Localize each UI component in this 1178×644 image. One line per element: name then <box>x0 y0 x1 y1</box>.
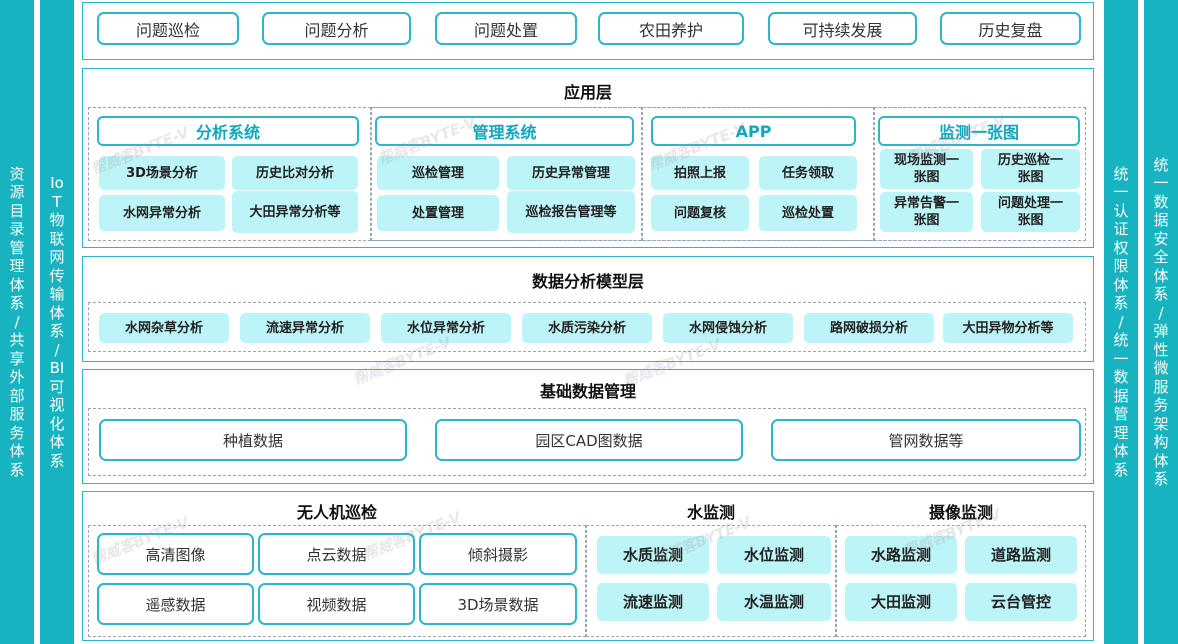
app-header[interactable]: APP <box>651 116 856 146</box>
app-group <box>642 107 874 241</box>
chip-history-anomaly-mgmt[interactable]: 历史异常管理 <box>507 156 635 190</box>
chip-handling-mgmt[interactable]: 处置管理 <box>377 195 499 231</box>
chip-photo-report[interactable]: 拍照上报 <box>651 156 749 190</box>
water-monitor-title: 水监测 <box>686 503 735 522</box>
chip-quality-pollution[interactable]: 水质污染分析 <box>522 313 652 343</box>
tile-oblique-photo[interactable]: 倾斜摄影 <box>419 533 577 575</box>
nav-farmland-care[interactable]: 农田养护 <box>598 12 744 45</box>
chip-field-monitor[interactable]: 大田监测 <box>845 583 957 621</box>
nav-sustainable[interactable]: 可持续发展 <box>768 12 917 45</box>
camera-monitor-group <box>836 525 1086 637</box>
chip-foreign-object[interactable]: 大田异物分析等 <box>943 313 1073 343</box>
chip-patrol-mgmt[interactable]: 巡检管理 <box>377 156 499 190</box>
analysis-system-header[interactable]: 分析系统 <box>97 116 359 146</box>
base-data-frame <box>88 408 1086 476</box>
right-bar-security-label: 统一数据安全体系/弹性微服务架构体系 <box>1153 155 1169 489</box>
tile-remote-sensing[interactable]: 遥感数据 <box>97 583 254 625</box>
chip-water-level[interactable]: 水位监测 <box>717 536 831 574</box>
app-layer-title: 应用层 <box>563 83 612 102</box>
chip-water-quality[interactable]: 水质监测 <box>597 536 709 574</box>
tile-planting-data[interactable]: 种植数据 <box>99 419 407 461</box>
chip-field-anomaly[interactable]: 大田异常分析等 <box>232 191 358 233</box>
model-layer-frame <box>88 302 1086 352</box>
chip-water-anomaly[interactable]: 水网异常分析 <box>99 195 225 231</box>
chip-weed-analysis[interactable]: 水网杂草分析 <box>99 313 229 343</box>
tile-video-data[interactable]: 视频数据 <box>258 583 415 625</box>
top-nav-layer: 问题巡检 问题分析 问题处置 农田养护 可持续发展 历史复盘 <box>82 2 1094 60</box>
chip-history-patrol-map[interactable]: 历史巡检一张图 <box>981 149 1080 189</box>
collect-layer: 无人机巡检 高清图像 点云数据 倾斜摄影 遥感数据 视频数据 3D场景数据 水监… <box>82 491 1094 641</box>
analysis-system-group <box>88 107 371 241</box>
chip-road-monitor[interactable]: 道路监测 <box>965 536 1077 574</box>
tile-cad-data[interactable]: 园区CAD图数据 <box>435 419 743 461</box>
chip-ptz-control[interactable]: 云台管控 <box>965 583 1077 621</box>
chip-history-compare[interactable]: 历史比对分析 <box>232 156 358 190</box>
monitor-map-header[interactable]: 监测一张图 <box>878 116 1080 146</box>
drone-title: 无人机巡检 <box>296 503 377 522</box>
left-bar-resource-label: 资源目录管理体系/共享外部服务体系 <box>9 164 25 479</box>
chip-flow-speed[interactable]: 流速监测 <box>597 583 709 621</box>
chip-problem-handling-map[interactable]: 问题处理一张图 <box>981 192 1080 232</box>
chip-report-mgmt[interactable]: 巡检报告管理等 <box>507 191 635 233</box>
chip-site-monitor-map[interactable]: 现场监测一张图 <box>880 149 973 189</box>
tile-point-cloud[interactable]: 点云数据 <box>258 533 415 575</box>
left-bar-resource: 资源目录管理体系/共享外部服务体系 <box>0 0 34 644</box>
chip-patrol-handling[interactable]: 巡检处置 <box>759 195 857 231</box>
right-bar-auth-label: 统一认证权限体系/统一数据管理体系 <box>1113 164 1129 479</box>
chip-3d-scene[interactable]: 3D场景分析 <box>99 156 225 190</box>
water-monitor-group <box>586 525 836 637</box>
base-data-title: 基础数据管理 <box>539 382 636 401</box>
chip-problem-review[interactable]: 问题复核 <box>651 195 749 231</box>
chip-alarm-map[interactable]: 异常告警一张图 <box>880 192 973 232</box>
camera-monitor-title: 摄像监测 <box>928 503 993 522</box>
chip-task-claim[interactable]: 任务领取 <box>759 156 857 190</box>
model-layer: 数据分析模型层 水网杂草分析 流速异常分析 水位异常分析 水质污染分析 水网侵蚀… <box>82 256 1094 362</box>
drone-group <box>88 525 586 637</box>
right-bar-auth: 统一认证权限体系/统一数据管理体系 <box>1104 0 1138 644</box>
chip-flow-anomaly[interactable]: 流速异常分析 <box>240 313 370 343</box>
chip-water-erosion[interactable]: 水网侵蚀分析 <box>663 313 793 343</box>
chip-road-damage[interactable]: 路网破损分析 <box>804 313 934 343</box>
model-layer-title: 数据分析模型层 <box>531 272 644 291</box>
chip-water-temp[interactable]: 水温监测 <box>717 583 831 621</box>
tile-hd-image[interactable]: 高清图像 <box>97 533 254 575</box>
monitor-map-group <box>874 107 1086 241</box>
chip-level-anomaly[interactable]: 水位异常分析 <box>381 313 511 343</box>
nav-problem-analysis[interactable]: 问题分析 <box>262 12 411 45</box>
tile-pipe-data[interactable]: 管网数据等 <box>771 419 1081 461</box>
management-system-header[interactable]: 管理系统 <box>375 116 634 146</box>
nav-history-review[interactable]: 历史复盘 <box>940 12 1081 45</box>
management-system-group <box>371 107 642 241</box>
nav-problem-handling[interactable]: 问题处置 <box>435 12 577 45</box>
app-layer: 应用层 分析系统 3D场景分析 历史比对分析 水网异常分析 大田异常分析等 管理… <box>82 68 1094 248</box>
base-data-layer: 基础数据管理 种植数据 园区CAD图数据 管网数据等 <box>82 369 1094 484</box>
nav-problem-patrol[interactable]: 问题巡检 <box>97 12 239 45</box>
tile-3d-scene-data[interactable]: 3D场景数据 <box>419 583 577 625</box>
chip-waterway-monitor[interactable]: 水路监测 <box>845 536 957 574</box>
right-bar-security: 统一数据安全体系/弹性微服务架构体系 <box>1144 0 1178 644</box>
